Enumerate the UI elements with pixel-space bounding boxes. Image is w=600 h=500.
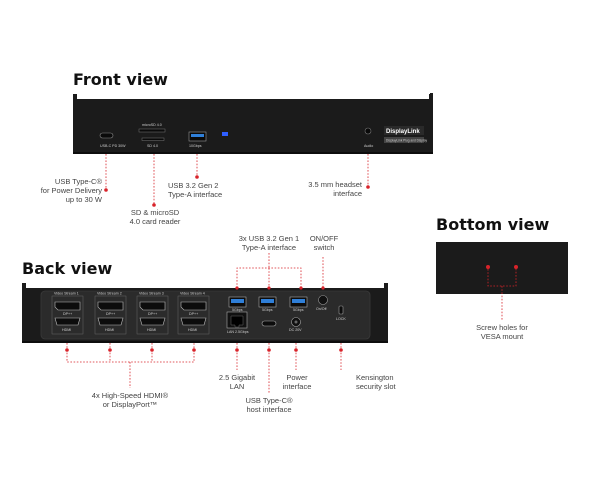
device-printed-text: USB-C PD 30W microSD 4.0 SD 4.0 10Gbps A… <box>54 123 428 334</box>
video-stream-2-title: Video Stream 2 <box>97 292 122 296</box>
front-view-title: Front view <box>73 70 168 89</box>
callout-lines <box>66 154 517 393</box>
front-microsd-text: microSD 4.0 <box>142 123 162 127</box>
callout-line: LAN <box>229 382 245 391</box>
callout-line: SD & microSD <box>130 208 180 217</box>
back-usbc-callout: USB Type-C® host interface <box>238 396 300 414</box>
onoff-callout: ON/OFF switch <box>300 234 348 252</box>
callout-line: 4x High-Speed HDMI® <box>91 391 169 400</box>
callout-line: 3.5 mm headset <box>308 180 362 189</box>
hdmi-label-1: HDMI <box>62 328 71 332</box>
callout-line: USB 3.2 Gen 2 <box>168 181 219 190</box>
bottom-device <box>436 242 568 294</box>
video-stream-4-title: Video Stream 4 <box>180 292 205 296</box>
lan-text: LAN 2.5Gbps <box>227 330 249 334</box>
video-stream-3-title: Video Stream 3 <box>139 292 164 296</box>
sd-slot <box>141 137 165 141</box>
microsd-slot <box>138 128 166 133</box>
power-callout: Power interface <box>276 373 318 391</box>
callout-line: USB Type-C® <box>245 396 293 405</box>
callout-line: or DisplayPort™ <box>102 400 158 409</box>
callout-line: interface <box>333 189 362 198</box>
lan-callout: 2.5 Gigabit LAN <box>210 373 264 391</box>
displaylink-logo: DisplayLink <box>386 129 420 135</box>
callout-line: switch <box>313 243 335 252</box>
onoff-text: On/Off <box>316 307 327 311</box>
dp-label-1: DP++ <box>63 312 72 316</box>
back-usba-ports <box>228 296 308 308</box>
callout-line: host interface <box>246 405 292 414</box>
power-led <box>222 132 228 136</box>
callout-line: Type-A interface <box>241 243 297 252</box>
callout-line: up to 30 W <box>65 195 102 204</box>
back-usba-callout: 3x USB 3.2 Gen 1 Type-A interface <box>214 234 324 252</box>
kensington-slot <box>338 305 344 315</box>
bottom-view-title: Bottom view <box>436 215 550 234</box>
callout-line: VESA mount <box>480 332 524 341</box>
video-stream-1-title: Video Stream 1 <box>54 292 79 296</box>
headset-callout: 3.5 mm headset interface <box>280 180 362 198</box>
front-usba-callout: USB 3.2 Gen 2 Type-A interface <box>168 181 258 199</box>
usb-speed-2: 5Gbps <box>262 308 273 312</box>
video-port-group-2 <box>94 295 127 335</box>
usb-speed-3: 5Gbps <box>293 308 304 312</box>
screw-hole-right <box>514 265 518 269</box>
video-port-group-4 <box>177 295 210 335</box>
power-text: DC 20V <box>289 328 302 332</box>
front-usbc-port <box>99 132 114 139</box>
front-headset-text: Audio <box>364 144 373 148</box>
callout-line: 2.5 Gigabit <box>218 373 256 382</box>
video-port-group-3 <box>136 295 169 335</box>
hdmi-label-3: HDMI <box>147 328 156 332</box>
callout-line: Kensington <box>356 373 394 382</box>
callout-line: security slot <box>356 382 396 391</box>
callout-line: 4.0 card reader <box>129 217 181 226</box>
kensington-callout: Kensington security slot <box>356 373 416 391</box>
sd-reader-callout: SD & microSD 4.0 card reader <box>115 208 195 226</box>
lan-port <box>226 311 248 329</box>
callout-dots <box>65 175 370 352</box>
screw-hole-left <box>486 265 490 269</box>
callout-line: 3x USB 3.2 Gen 1 <box>238 234 300 243</box>
callout-line: USB Type-C® <box>54 177 102 186</box>
dp-label-2: DP++ <box>106 312 115 316</box>
dp-label-3: DP++ <box>148 312 157 316</box>
callout-line: interface <box>282 382 312 391</box>
back-view-title: Back view <box>22 259 113 278</box>
headset-jack <box>364 127 372 135</box>
front-device <box>73 93 433 154</box>
callout-line: Screw holes for <box>476 323 528 332</box>
callout-line: Power <box>286 373 308 382</box>
hdmi-callout: 4x High-Speed HDMI® or DisplayPort™ <box>75 391 185 409</box>
dp-label-4: DP++ <box>189 312 198 316</box>
callout-line: for Power Delivery <box>40 186 102 195</box>
vesa-callout: Screw holes for VESA mount <box>462 323 542 341</box>
front-usba-text: 10Gbps <box>189 144 202 148</box>
video-port-group-1 <box>51 295 84 335</box>
front-usbc-text: USB-C PD 30W <box>100 144 126 148</box>
onoff-button <box>318 295 328 305</box>
back-device <box>22 283 388 343</box>
lock-text: LOCK <box>336 317 346 321</box>
front-usbc-callout: USB Type-C® for Power Delivery up to 30 … <box>20 177 102 204</box>
callout-line: ON/OFF <box>309 234 339 243</box>
hdmi-label-4: HDMI <box>188 328 197 332</box>
front-sd-text: SD 4.0 <box>147 144 158 148</box>
displaylink-badge: DisplayLink Plug and Display <box>386 139 428 143</box>
back-usbc-port <box>261 320 277 327</box>
hdmi-label-2: HDMI <box>105 328 114 332</box>
callout-line: Type-A interface <box>168 190 223 199</box>
usb-speed-1: 5Gbps <box>232 308 243 312</box>
